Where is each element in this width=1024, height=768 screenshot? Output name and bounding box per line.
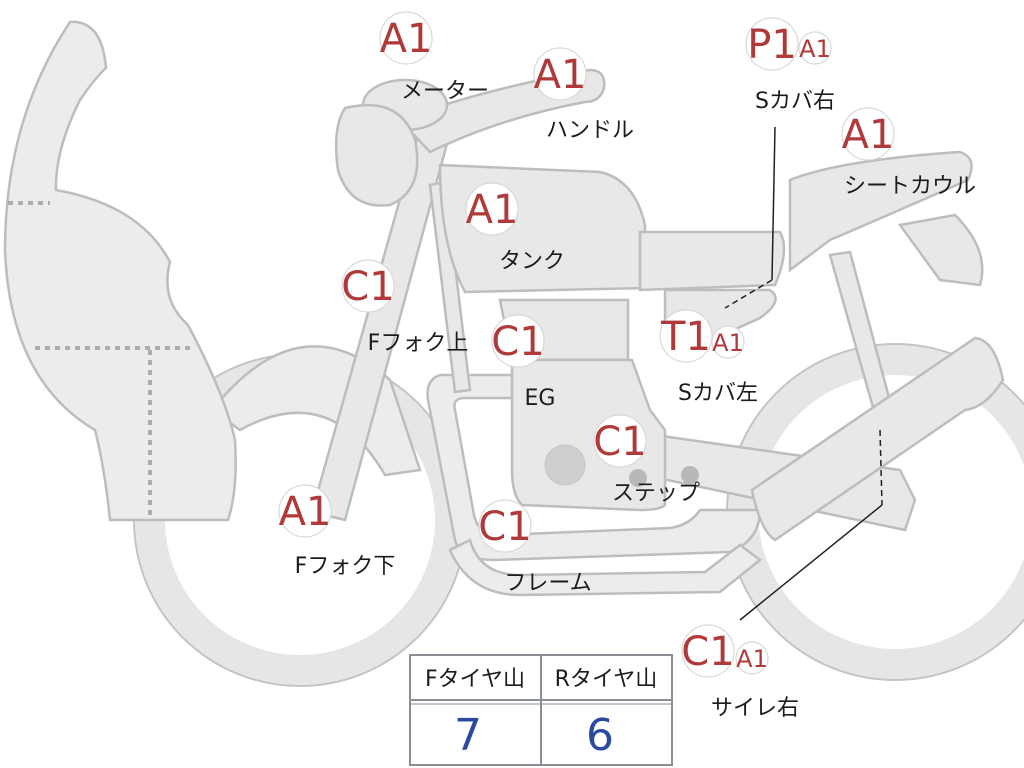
grade-text: A1: [380, 16, 433, 62]
grade-text: C1: [478, 504, 531, 550]
leader-side-cover-right-dash: [724, 279, 773, 309]
grade-badge: [841, 107, 895, 161]
grade-text: A1: [466, 187, 519, 233]
callout-meter: A1 メーター: [379, 11, 489, 104]
rear-tire-header: Rタイヤ山: [555, 667, 658, 692]
part-label-seat-cowl: シートカウル: [844, 174, 976, 199]
front-tire-value: 7: [454, 710, 482, 761]
part-label-engine: EG: [525, 386, 556, 411]
part-label-frame: フレーム: [504, 571, 591, 596]
sub-grade-text: A1: [712, 329, 744, 357]
grade-text: T1: [660, 314, 711, 360]
grade-text: C1: [681, 629, 734, 675]
frame-lower: [448, 538, 763, 597]
grade-text: A1: [534, 52, 587, 98]
callout-handle: A1 ハンドル: [533, 47, 634, 143]
front-tire-header: Fタイヤ山: [425, 667, 525, 692]
grade-text: C1: [593, 419, 646, 465]
sub-grade-text: A1: [736, 645, 768, 673]
motorcycle-silhouette: [3, 20, 1024, 687]
headlight: [334, 103, 419, 207]
grade-badge: [465, 182, 519, 236]
part-label-side-cover-right: Sカバ右: [755, 89, 835, 114]
callout-tank: A1 タンク: [465, 182, 565, 274]
grade-text: P1: [747, 22, 797, 68]
part-label-muffler-right: サイレ右: [711, 696, 799, 721]
grade-badge: [593, 414, 647, 468]
grade-badge: [745, 17, 799, 71]
grade-text: C1: [341, 264, 394, 310]
grade-badge: [278, 484, 332, 538]
step-peg-1: [629, 469, 647, 487]
seat-cowl: [788, 150, 973, 273]
part-label-side-cover-left: Sカバ左: [678, 381, 758, 406]
grade-badge: [379, 11, 433, 65]
grade-badge: [681, 624, 735, 678]
callout-step: C1 ステップ: [593, 414, 700, 506]
tire-table: Fタイヤ山 Rタイヤ山 7 6: [409, 654, 673, 766]
sub-grade-badge: [735, 641, 769, 675]
grade-badge: [478, 499, 532, 553]
tail-light: [897, 213, 984, 287]
frame: [426, 373, 762, 562]
sub-grade-badge: [711, 325, 745, 359]
grade-text: C1: [491, 319, 544, 365]
step-peg-2: [681, 466, 699, 484]
engine-cover: [544, 444, 586, 486]
leader-muffler: [739, 504, 883, 621]
part-label-fork-lower: Fフォク下: [295, 554, 396, 579]
grade-badge: [341, 259, 395, 313]
sub-grade-text: A1: [799, 35, 831, 63]
callout-frame: C1 フレーム: [478, 499, 592, 596]
part-label-step: ステップ: [612, 481, 700, 506]
front-cowl: [3, 20, 237, 522]
grade-badge: [533, 47, 587, 101]
muffler: [750, 336, 1005, 542]
part-label-tank: タンク: [499, 249, 565, 274]
seat: [638, 230, 786, 292]
leader-lines: [724, 126, 883, 621]
sub-grade-badge: [798, 31, 832, 65]
grade-badge: [659, 309, 713, 363]
grade-text: A1: [279, 489, 332, 535]
part-label-handle: ハンドル: [546, 118, 634, 143]
part-label-fork-upper: Fフォク上: [368, 331, 469, 356]
callout-seat-cowl: A1 シートカウル: [841, 107, 976, 199]
leader-muffler-dash: [879, 429, 883, 506]
leader-side-cover-right: [771, 126, 776, 281]
rear-tire-value: 6: [586, 710, 614, 761]
grade-text: A1: [842, 112, 895, 158]
part-label-meter: メーター: [401, 79, 489, 104]
grade-badge: [491, 314, 545, 368]
